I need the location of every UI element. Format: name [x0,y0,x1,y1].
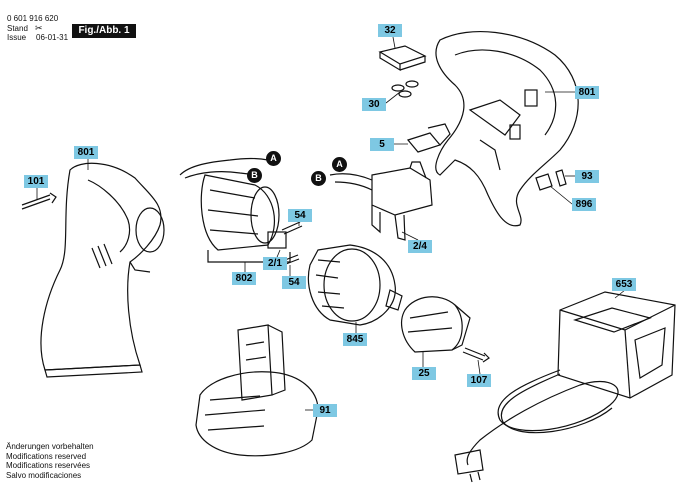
connector-b-icon: B [311,171,326,186]
part-32-cap-drawing [378,45,427,72]
footer-line: Modifications reservées [6,461,91,470]
part-5-knob-drawing [406,123,451,153]
stand-label: Stand [7,24,28,33]
issue-label: Issue [7,33,27,42]
connector-a-icon: A [332,157,347,172]
screw-54-drawing [281,221,303,265]
part-label-845: 845 [343,333,367,346]
part-label-802: 802 [232,272,256,285]
connector-b-icon: B [247,168,262,183]
part-label-107: 107 [467,374,491,387]
scissors-icon: ✂ [35,23,43,33]
part-label-54-lower: 54 [282,276,306,289]
part-30-springs-drawing [391,80,419,98]
gearbox-drawing [307,244,403,326]
footer-line: Modifications reserved [6,451,87,461]
connector-a-icon: A [266,151,281,166]
part-label-2-4: 2/4 [408,240,432,253]
footer-line: Salvo modificaciones [6,470,82,480]
leader-lines [36,36,626,411]
chuck-drawing [401,296,471,353]
issue-date: 06-01-31 [36,33,69,42]
motor-drawing [179,157,287,251]
motor-group-bracket-drawing [207,250,291,263]
part-label-25: 25 [412,367,436,380]
part-label-2-1: 2/1 [263,257,287,270]
part-label-93: 93 [575,170,599,183]
part-label-54-upper: 54 [288,209,312,222]
footer-notes: Änderungen vorbehalten Modifications res… [6,442,94,480]
part-label-801-body: 801 [74,146,98,159]
part-label-91: 91 [313,404,337,417]
battery-drawing [195,324,319,457]
part-label-5: 5 [370,138,394,151]
part-label-101: 101 [24,175,48,188]
screw-107-drawing [462,347,490,363]
figure-label: Fig./Abb. 1 [72,24,136,38]
part-93-clip-drawing [535,169,567,191]
part-label-32: 32 [378,24,402,37]
screw-101-drawing [21,192,57,210]
footer-line: Änderungen vorbehalten [6,442,94,451]
switch-drawing [329,161,433,241]
charger-cable-drawing [454,369,619,483]
part-label-653: 653 [612,278,636,291]
housing-half-drawing [435,31,579,227]
drill-body-drawing [40,162,165,378]
charger-drawing [557,291,676,399]
part-label-896: 896 [572,198,596,211]
part-number: 0 601 916 620 [7,14,59,23]
part-label-30: 30 [362,98,386,111]
part-label-801-housing: 801 [575,86,599,99]
